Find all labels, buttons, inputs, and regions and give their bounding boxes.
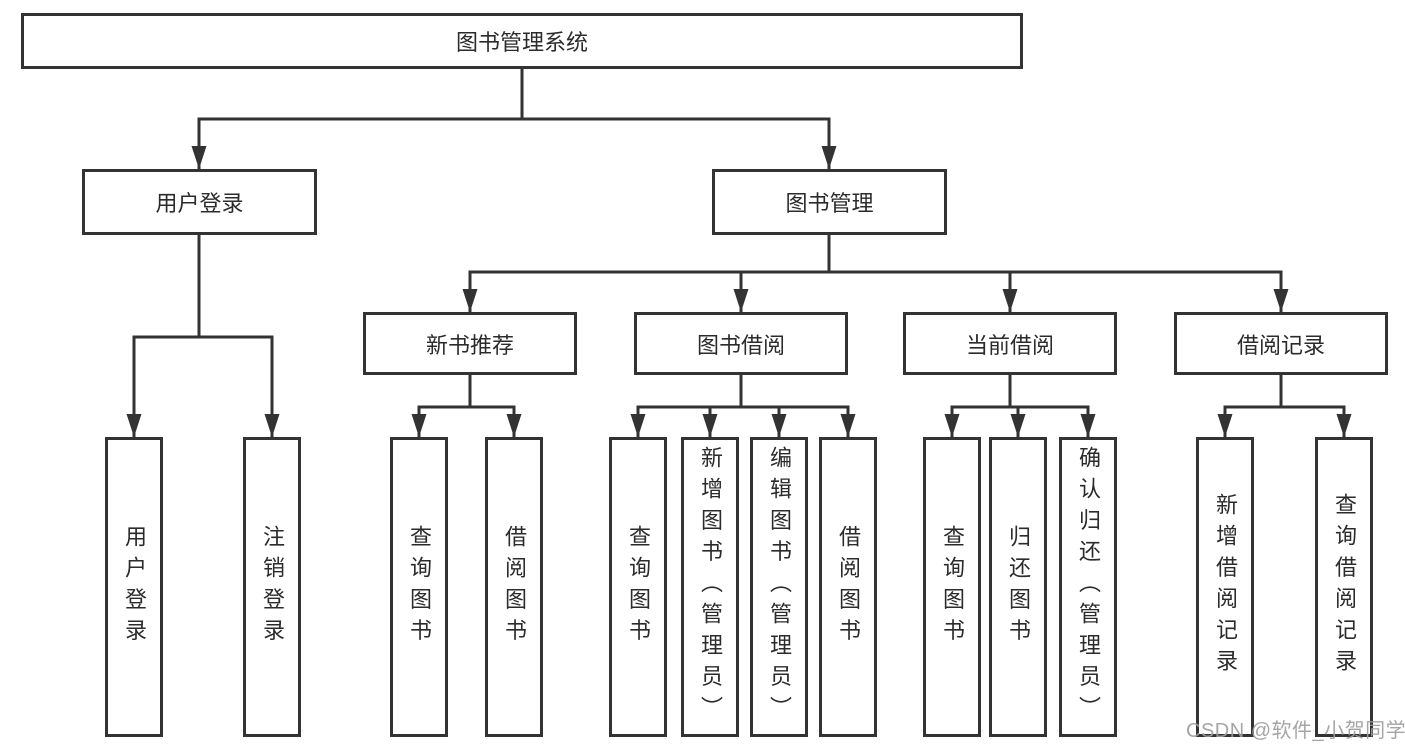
edge-book-borrow-children xyxy=(636,373,850,439)
node-root: 图书管理系统 xyxy=(21,13,1023,69)
edge-root-children xyxy=(197,67,831,171)
node-leaf-user-login-label: 用户登录 xyxy=(122,524,147,650)
arrowhead-icon xyxy=(821,146,837,169)
node-leaf-query-book-1: 查询图书 xyxy=(390,437,448,737)
edge-book-mgmt-children xyxy=(468,233,1283,314)
arrowhead-icon xyxy=(944,414,960,437)
node-leaf-logout: 注销登录 xyxy=(243,437,301,737)
node-user-login-label: 用户登录 xyxy=(155,191,244,216)
node-user-login: 用户登录 xyxy=(82,169,317,235)
node-leaf-return-book-label: 归还图书 xyxy=(1006,524,1031,650)
arrowhead-icon xyxy=(630,414,646,437)
node-leaf-user-login: 用户登录 xyxy=(105,437,163,737)
arrowhead-icon xyxy=(1217,414,1233,437)
arrowhead-icon xyxy=(411,414,427,437)
node-root-label: 图书管理系统 xyxy=(455,30,588,55)
arrowhead-icon xyxy=(771,414,787,437)
edge-user-login-children xyxy=(132,233,274,439)
node-current-borrow-label: 当前借阅 xyxy=(965,332,1054,358)
edge-borrow-records-children xyxy=(1223,373,1346,439)
node-leaf-query-record: 查询借阅记录 xyxy=(1315,437,1373,737)
node-leaf-add-book-label: 新增图书（管理员） xyxy=(698,446,723,728)
node-leaf-add-book: 新增图书（管理员） xyxy=(681,437,739,737)
arrowhead-icon xyxy=(126,414,142,437)
edge-new-book-rec-children xyxy=(417,373,516,439)
arrowhead-icon xyxy=(1080,414,1096,437)
node-leaf-add-record-label: 新增借阅记录 xyxy=(1213,493,1238,681)
node-leaf-add-record: 新增借阅记录 xyxy=(1196,437,1254,737)
node-leaf-query-book-3-label: 查询图书 xyxy=(940,524,965,650)
arrowhead-icon xyxy=(733,289,749,312)
arrowhead-icon xyxy=(1336,414,1352,437)
node-leaf-query-book-2-label: 查询图书 xyxy=(626,524,651,650)
node-leaf-edit-book: 编辑图书（管理员） xyxy=(750,437,808,737)
arrowhead-icon xyxy=(1010,414,1026,437)
arrowhead-icon xyxy=(462,289,478,312)
node-book-borrow: 图书借阅 xyxy=(634,312,848,375)
csdn-watermark: CSDN @软件_小贺同学 xyxy=(1186,720,1405,742)
node-book-borrow-label: 图书借阅 xyxy=(696,332,785,358)
node-leaf-query-book-1-label: 查询图书 xyxy=(407,524,432,650)
arrowhead-icon xyxy=(191,146,207,169)
edge-current-borrow-children xyxy=(950,373,1090,439)
node-current-borrow: 当前借阅 xyxy=(903,312,1117,375)
arrowhead-icon xyxy=(702,414,718,437)
arrowhead-icon xyxy=(1273,289,1289,312)
node-leaf-query-book-2: 查询图书 xyxy=(609,437,667,737)
arrowhead-icon xyxy=(1002,289,1018,312)
node-leaf-return-book: 归还图书 xyxy=(989,437,1047,737)
node-book-mgmt-label: 图书管理 xyxy=(785,191,874,216)
node-borrow-records-label: 借阅记录 xyxy=(1236,332,1325,358)
node-new-book-rec: 新书推荐 xyxy=(363,312,577,375)
node-leaf-logout-label: 注销登录 xyxy=(260,524,285,650)
node-new-book-rec-label: 新书推荐 xyxy=(425,332,514,358)
arrowhead-icon xyxy=(840,414,856,437)
node-leaf-query-record-label: 查询借阅记录 xyxy=(1332,493,1357,681)
node-leaf-edit-book-label: 编辑图书（管理员） xyxy=(767,446,792,728)
arrowhead-icon xyxy=(506,414,522,437)
node-leaf-borrow-book-1-label: 借阅图书 xyxy=(502,524,527,650)
node-borrow-records: 借阅记录 xyxy=(1174,312,1388,375)
node-book-mgmt: 图书管理 xyxy=(712,169,947,235)
node-leaf-confirm-return-label: 确认归还（管理员） xyxy=(1076,446,1101,728)
node-leaf-query-book-3: 查询图书 xyxy=(923,437,981,737)
node-leaf-borrow-book-1: 借阅图书 xyxy=(485,437,543,737)
node-leaf-borrow-book-2-label: 借阅图书 xyxy=(836,524,861,650)
node-leaf-confirm-return: 确认归还（管理员） xyxy=(1059,437,1117,737)
arrowhead-icon xyxy=(264,414,280,437)
node-leaf-borrow-book-2: 借阅图书 xyxy=(819,437,877,737)
